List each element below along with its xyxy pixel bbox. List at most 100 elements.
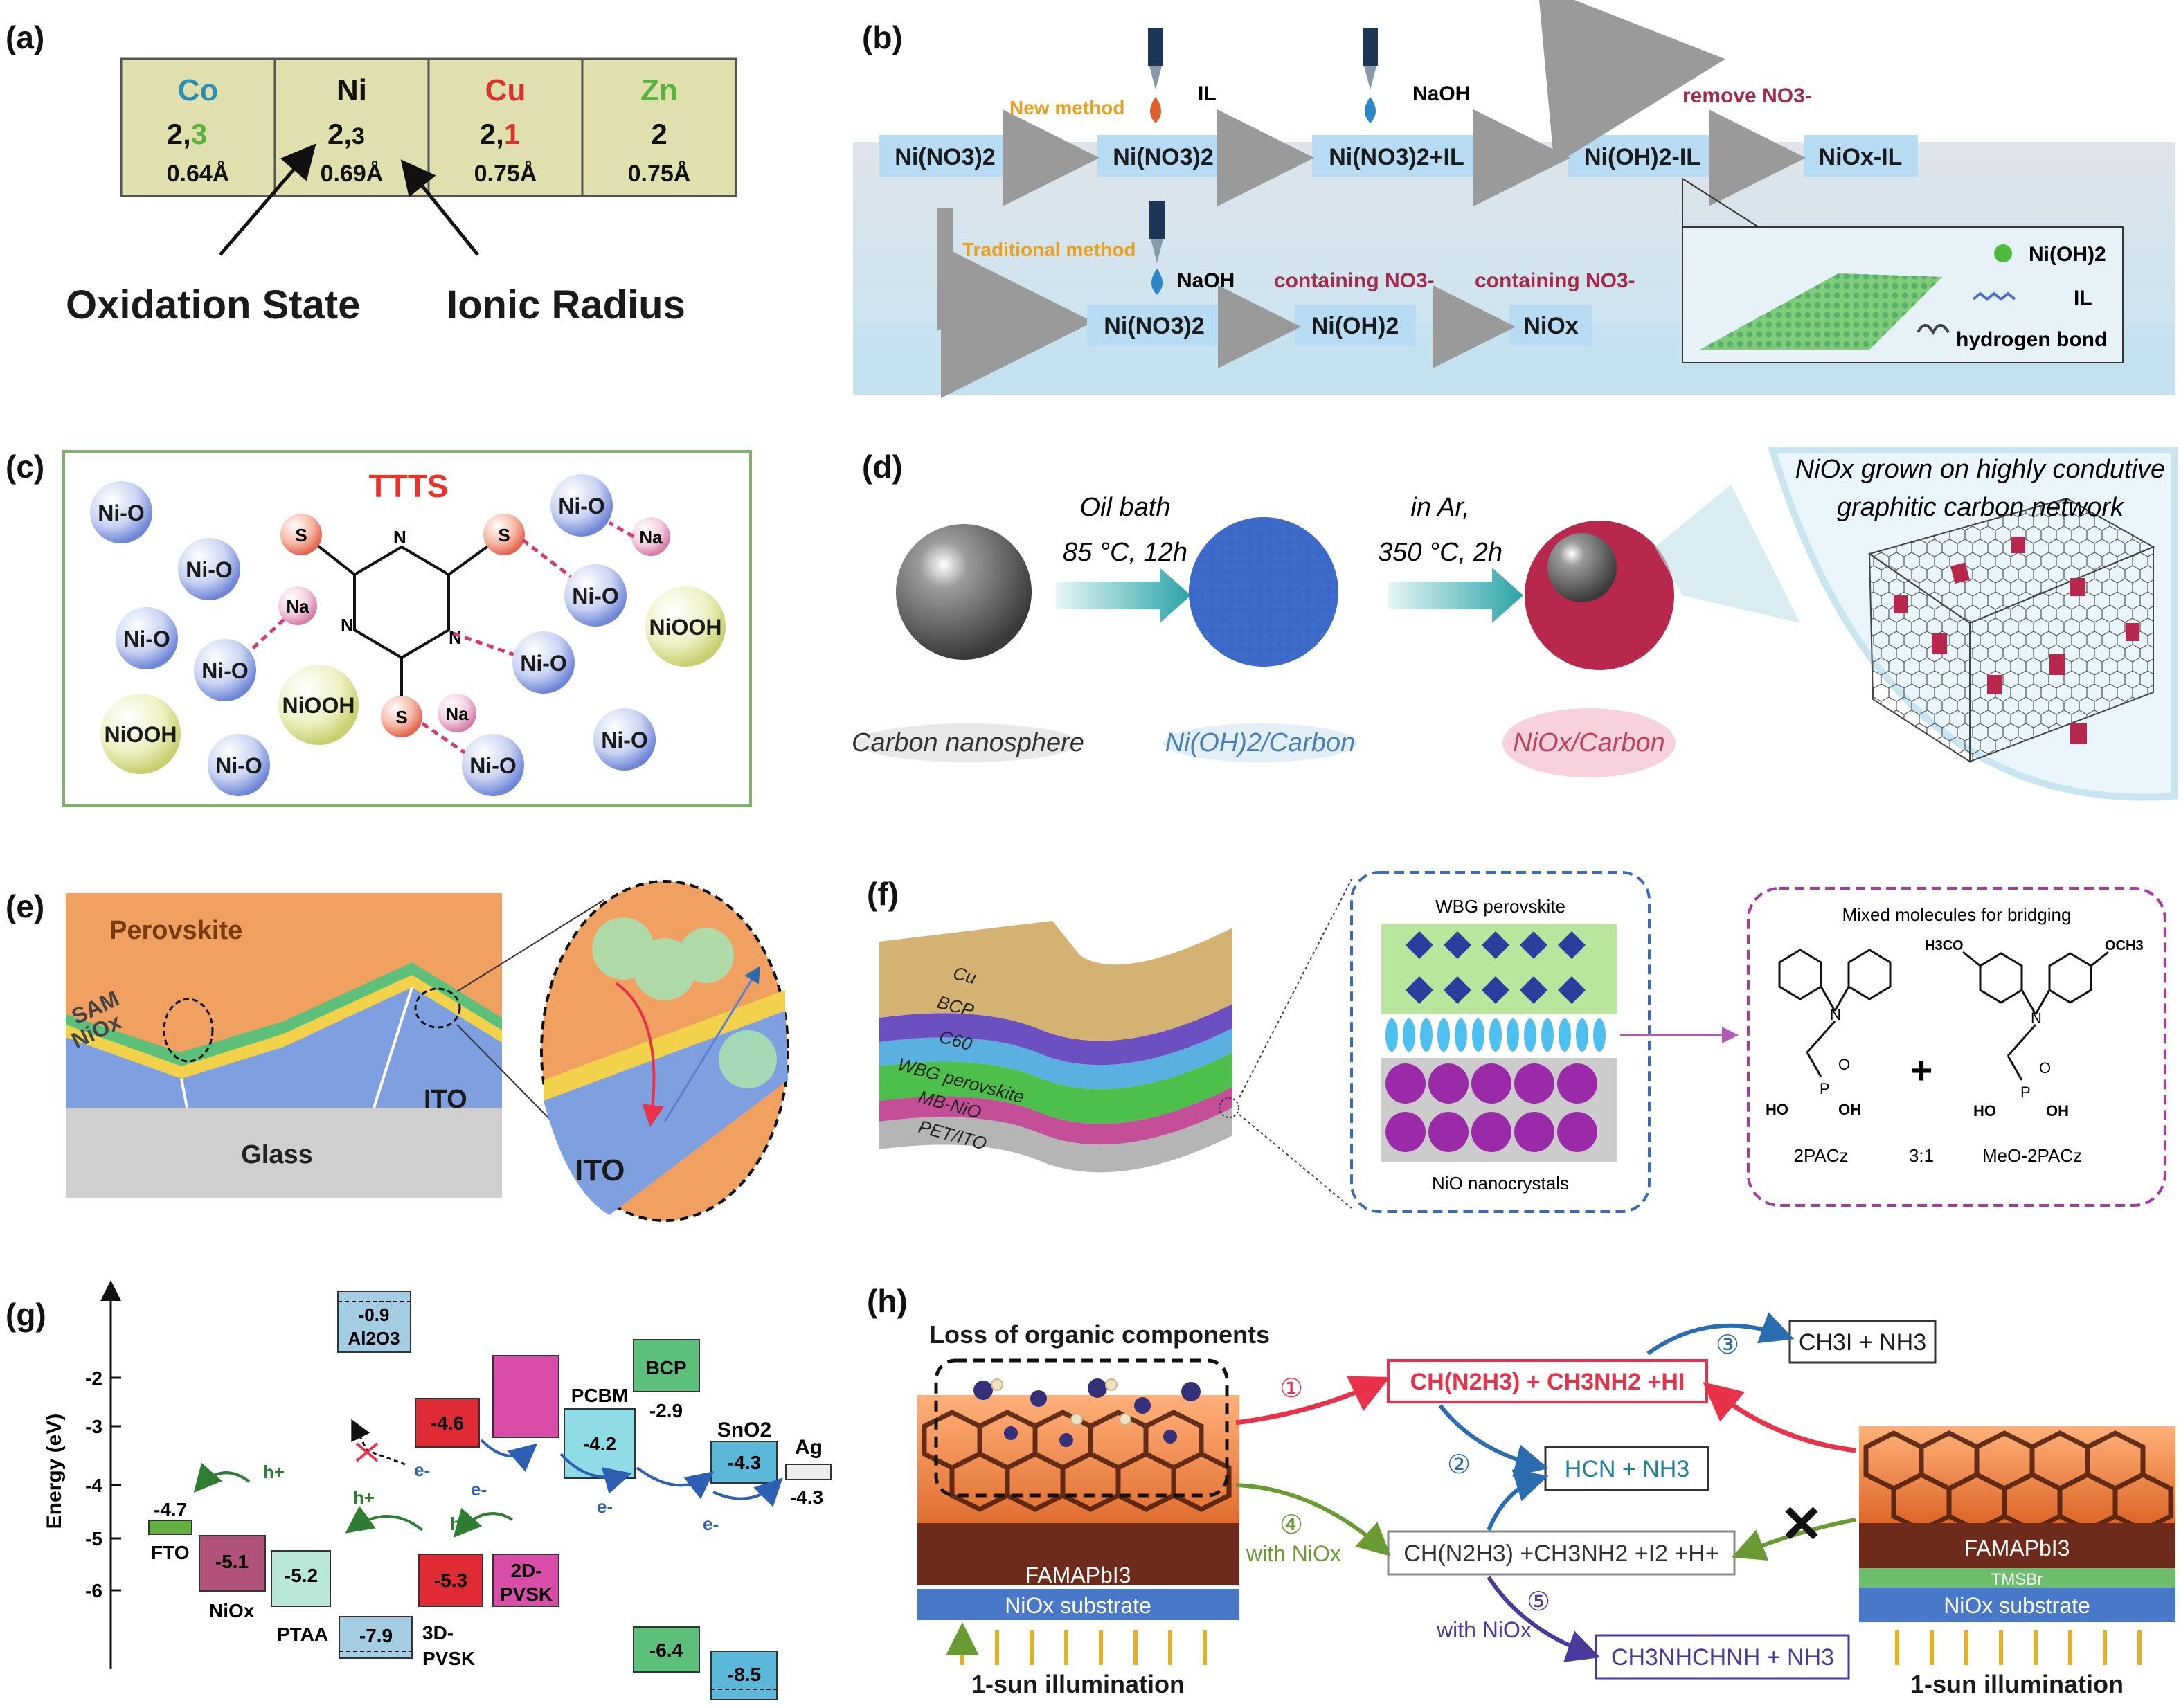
panel-c-ttts: TTTS N N N S S S Na Na Na: [62, 450, 752, 807]
famapbi3-left-label: FAMAPbI3: [1025, 1563, 1131, 1588]
niooh-label: NiOOH: [105, 722, 177, 747]
containing-no3-label-1: containing NO3-: [1274, 269, 1435, 292]
sodium-label: Na: [286, 596, 309, 617]
hole-label: h+: [263, 1462, 285, 1482]
blocked-icon: [1785, 1507, 1818, 1540]
top-flow-box: [1312, 135, 1482, 177]
nio-label: Ni-O: [469, 753, 517, 778]
h3co-label: H3CO: [1925, 938, 1964, 953]
bcp-low-value: -6.4: [649, 1639, 683, 1661]
reaction-arrow-5: [1487, 1576, 1601, 1662]
nio-particle: [593, 708, 656, 771]
step2-line2: 350 °C, 2h: [1378, 538, 1502, 567]
nio-label: Ni-O: [186, 557, 233, 582]
panel-label-b: (b): [862, 19, 903, 55]
glass-label: Glass: [241, 1140, 313, 1169]
bottom-flow-box: [1509, 305, 1592, 346]
sno2-low-value: -8.5: [728, 1664, 761, 1685]
phosphorus-label: P: [2020, 1084, 2031, 1101]
nio-particle: [564, 564, 627, 627]
hole-transfer-arrow: [345, 1506, 424, 1534]
top-flow-box: [879, 135, 1011, 177]
hole-label: h+: [353, 1487, 375, 1508]
zoom-caption-2: graphitic carbon network: [1837, 493, 2125, 522]
meo-2pacz-structure: [1962, 951, 2109, 1081]
step-5: ⑤: [1527, 1588, 1550, 1617]
ho-label: HO: [1766, 1101, 1788, 1118]
panel-label-f: (f): [867, 876, 899, 912]
zoom-caption-1: NiOx grown on highly condutive: [1795, 455, 2165, 484]
nio-particle: [90, 481, 152, 543]
nio-particle: [512, 631, 575, 694]
ionic-radius-label: Ionic Radius: [447, 282, 685, 327]
electron-label: e-: [414, 1459, 430, 1480]
ionic-radius: 0.64Å: [167, 161, 230, 187]
nio-particle: [208, 734, 270, 796]
sno2-label: SnO2: [717, 1419, 771, 1441]
ptaa-level: [271, 1550, 331, 1607]
pvsk3d-label: PVSK: [422, 1648, 475, 1669]
electron-transfer-arrow: [480, 1439, 538, 1473]
sulfur-atom: [483, 514, 525, 555]
bottom-flow-box: [1295, 305, 1416, 346]
oxidation-state: 2,3: [327, 118, 365, 150]
plus-sign: +: [1910, 1048, 1933, 1092]
fto-level: [148, 1520, 192, 1535]
panel-label-e: (e): [6, 888, 44, 924]
anneal-arrow: [1388, 568, 1523, 623]
element-cell-cu: Cu 2,1 0.75Å: [427, 57, 584, 197]
element-symbol: Ni: [336, 73, 367, 107]
niox-value: -5.1: [215, 1551, 249, 1572]
al2o3-label: Al2O3: [348, 1328, 400, 1349]
ionic-radius: 0.75Å: [628, 161, 691, 187]
och3-label: OCH3: [2105, 938, 2144, 953]
panel-label-h: (h): [867, 1283, 908, 1319]
step1-line2: 85 °C, 12h: [1063, 538, 1187, 567]
top-flow-box: [1804, 135, 1918, 177]
oxygen-label: O: [2039, 1059, 2051, 1077]
nio-particle: [550, 474, 613, 537]
nio-particle: [178, 538, 240, 600]
pvsk2d-label: PVSK: [500, 1583, 553, 1605]
panel-f-flexible-device: Cu BCP C60 WBG perovskite MB-NiO PET/ITO…: [879, 871, 2166, 1213]
oxygen-label: O: [1838, 1056, 1850, 1073]
niox-substrate-left-label: NiOx substrate: [1005, 1593, 1151, 1618]
element-symbol: Cu: [485, 73, 526, 107]
hole-label: h+: [450, 1513, 472, 1534]
ito-zoom-label: ITO: [575, 1153, 625, 1187]
panel-b-synthesis: Ni(NO3)2 Ni(NO3)2 Ni(NO3)2+IL Ni(OH)2-IL…: [853, 0, 2175, 398]
top-flow-label: Ni(NO3)2+IL: [1329, 144, 1464, 170]
oxidation-arrow: [219, 143, 316, 256]
y-tick: -2: [85, 1367, 102, 1389]
niooh-particle: [100, 694, 181, 774]
traditional-arrow: [937, 208, 1093, 398]
ring-nitrogen: N: [449, 627, 462, 648]
ionic-radius: 0.69Å: [321, 161, 384, 187]
product-5: CH3NHCHNH + NH3: [1611, 1644, 1834, 1671]
pvsk3d-top-level: [415, 1398, 480, 1448]
layer-stack: [879, 921, 1232, 1173]
reaction-arrow-right: [1703, 1382, 1856, 1453]
organic-loss-region: [934, 1358, 1229, 1498]
wbg-perovskite-label: WBG perovskite: [1435, 896, 1565, 917]
panel-d-nanosphere: Oil bath 85 °C, 12h in Ar, 350 °C, 2h Ni…: [852, 447, 2178, 801]
pvsk2d-label: 2D-: [510, 1560, 541, 1581]
niox-substrate-right-label: NiOx substrate: [1944, 1593, 2090, 1618]
step1-line1: Oil bath: [1080, 493, 1171, 522]
oh-label: OH: [2046, 1102, 2069, 1120]
dropper-naoh-icon: [1363, 28, 1378, 123]
sodium-atom: [438, 694, 476, 732]
illum-left-label: 1-sun illumination: [971, 1670, 1185, 1698]
nioh2-sheet: [1700, 273, 1942, 350]
ag-label: Ag: [795, 1436, 823, 1459]
step-1: ①: [1280, 1374, 1303, 1403]
fto-value: -4.7: [154, 1499, 187, 1520]
y-axis-label: Energy (eV): [43, 1414, 66, 1529]
electron-label: e-: [597, 1496, 613, 1517]
pvsk2d-level: [492, 1554, 559, 1607]
panel-label-g: (g): [6, 1297, 46, 1333]
label-niox-carbon: NiOx/Carbon: [1513, 728, 1665, 757]
sno2-value: -4.3: [728, 1452, 761, 1473]
element-cell-co: Co 2,3 0.64Å: [120, 57, 276, 197]
panel-h-degradation: Loss of organic components FAMAPbI3 NiOx…: [917, 1312, 2175, 1698]
